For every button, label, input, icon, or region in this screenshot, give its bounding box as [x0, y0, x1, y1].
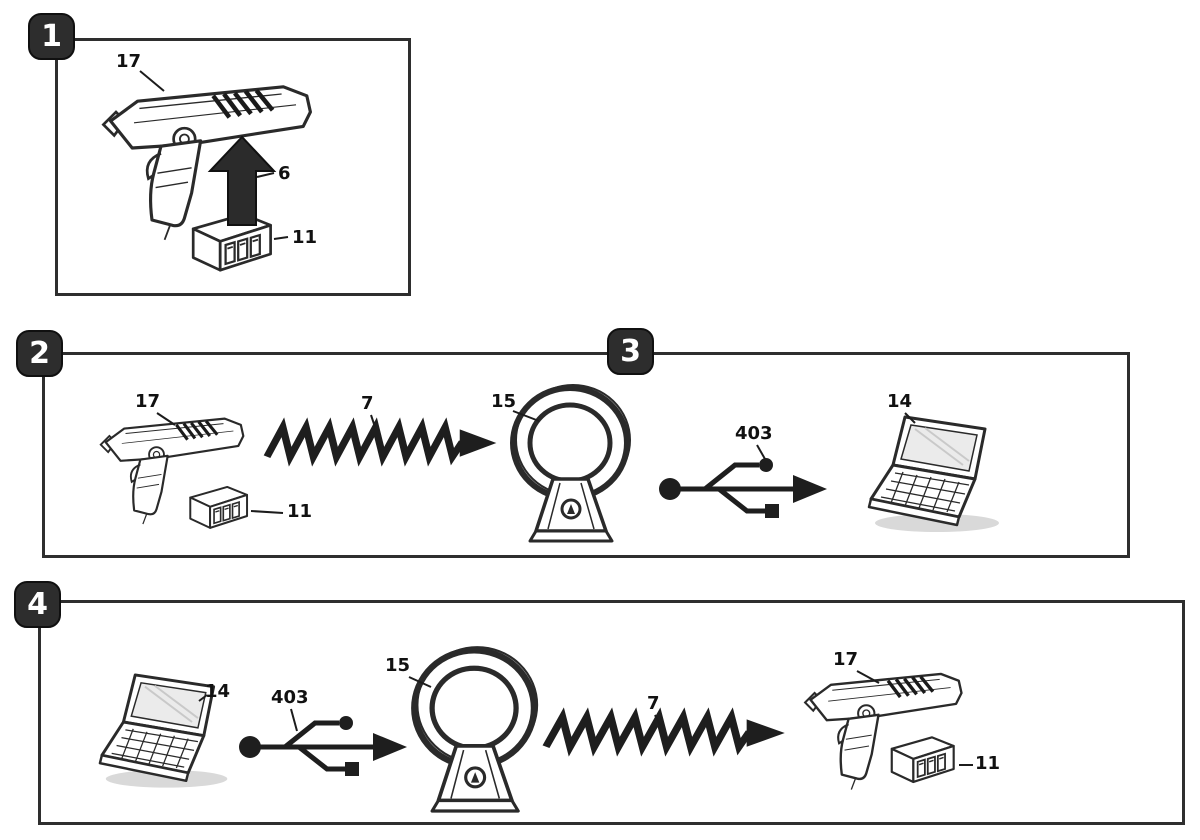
part-label-battery: 11: [292, 227, 318, 248]
ring-cradle-illustration: [414, 647, 537, 811]
step3-badge: 3: [607, 328, 654, 375]
usb-trident-icon: [239, 716, 407, 776]
ring-cradle-illustration: [513, 385, 630, 541]
zigzag-arrow-icon: [267, 427, 496, 456]
part-label-battery: 11: [975, 753, 1001, 774]
usb-trident-icon: [659, 458, 827, 518]
part-label-laptop: 14: [887, 391, 913, 412]
step1-panel: 17 6 11: [55, 38, 411, 296]
part-label-laptop: 14: [205, 681, 231, 702]
step1-artwork: [58, 70, 408, 272]
step4-badge: 4: [14, 581, 61, 628]
part-label-usb: 403: [735, 423, 773, 444]
leader-lines: [156, 410, 916, 514]
part-label-gun: 17: [135, 391, 161, 412]
battery-pack-illustration: [890, 736, 955, 784]
step2-panel: 17 11 7 15 403 14: [42, 352, 1130, 558]
step4-panel: 14 403 15 7 17 11: [38, 600, 1185, 825]
part-label-battery: 11: [287, 501, 313, 522]
step4-artwork: [98, 603, 973, 822]
battery-pack-illustration: [189, 485, 249, 529]
laptop-illustration: [867, 415, 1001, 534]
step2-artwork: [99, 355, 1001, 555]
part-label-arrow: 6: [278, 163, 291, 184]
part-label-ring: 15: [491, 391, 517, 412]
part-label-ring: 15: [385, 655, 411, 676]
zigzag-arrow-icon: [546, 717, 785, 746]
step1-badge: 1: [28, 13, 75, 60]
part-label-signal: 7: [361, 393, 374, 414]
up-block-arrow-icon: [209, 136, 275, 226]
part-label-signal: 7: [647, 693, 660, 714]
part-label-gun: 17: [833, 649, 859, 670]
leader-lines: [139, 70, 289, 240]
leader-lines: [198, 670, 973, 766]
part-label-gun: 17: [116, 51, 142, 72]
step2-badge: 2: [16, 330, 63, 377]
part-label-usb: 403: [271, 687, 309, 708]
